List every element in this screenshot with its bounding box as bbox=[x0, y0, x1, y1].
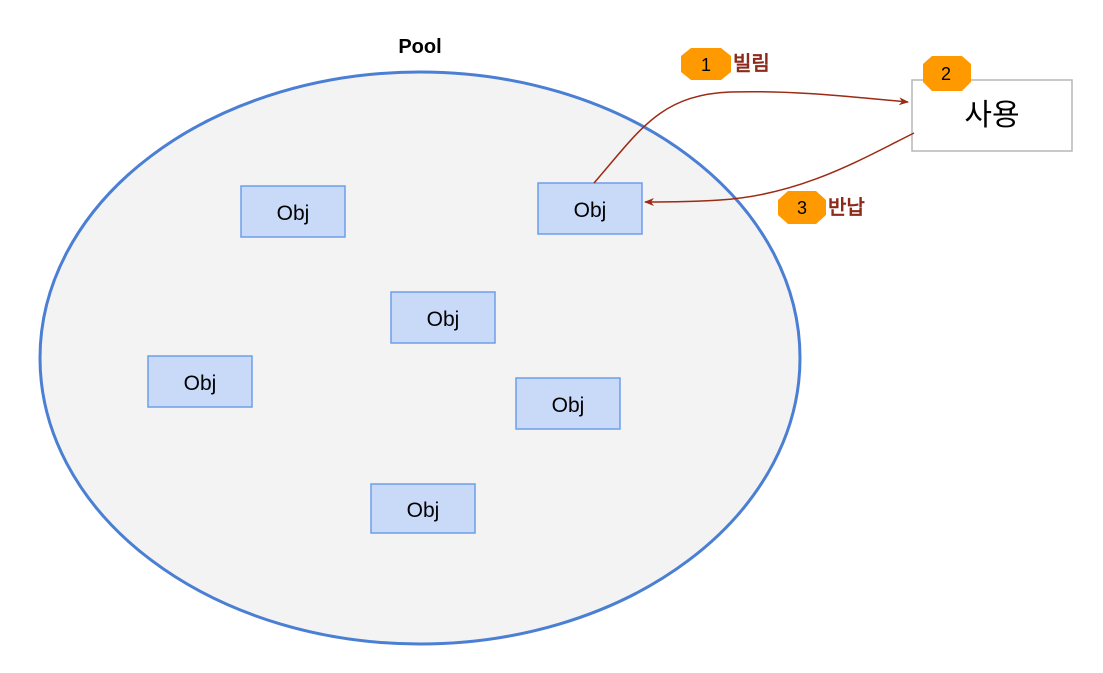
pool-object-label: Obj bbox=[427, 308, 460, 331]
step-badge-borrow: 1 bbox=[681, 48, 731, 80]
user-box-label: 사용 bbox=[964, 98, 1019, 133]
pool-object: Obj bbox=[147, 355, 253, 408]
pool-object-label: Obj bbox=[552, 394, 585, 417]
step-badge-use: 2 bbox=[923, 56, 971, 91]
step-number: 3 bbox=[797, 198, 807, 218]
pool-object-label: Obj bbox=[277, 202, 310, 225]
step-number: 2 bbox=[941, 64, 951, 84]
return-arrow bbox=[644, 132, 915, 206]
pool-object-borrowed: Obj bbox=[537, 182, 643, 235]
pool-object: Obj bbox=[515, 377, 621, 430]
pool-object-label: Obj bbox=[184, 372, 217, 395]
step-label-return: 반납 bbox=[828, 195, 865, 219]
borrow-arrow bbox=[593, 90, 909, 184]
pool-object-label: Obj bbox=[574, 199, 607, 222]
pool-title: Pool bbox=[398, 36, 441, 58]
user-box: 사용 bbox=[911, 79, 1073, 152]
step-number: 1 bbox=[701, 55, 711, 75]
pool-object-label: Obj bbox=[407, 499, 440, 522]
pool-object: Obj bbox=[370, 483, 476, 534]
pool-object: Obj bbox=[390, 291, 496, 344]
step-badge-return: 3 bbox=[778, 191, 826, 224]
pool-object: Obj bbox=[240, 185, 346, 238]
step-label-borrow: 빌림 bbox=[733, 51, 770, 75]
